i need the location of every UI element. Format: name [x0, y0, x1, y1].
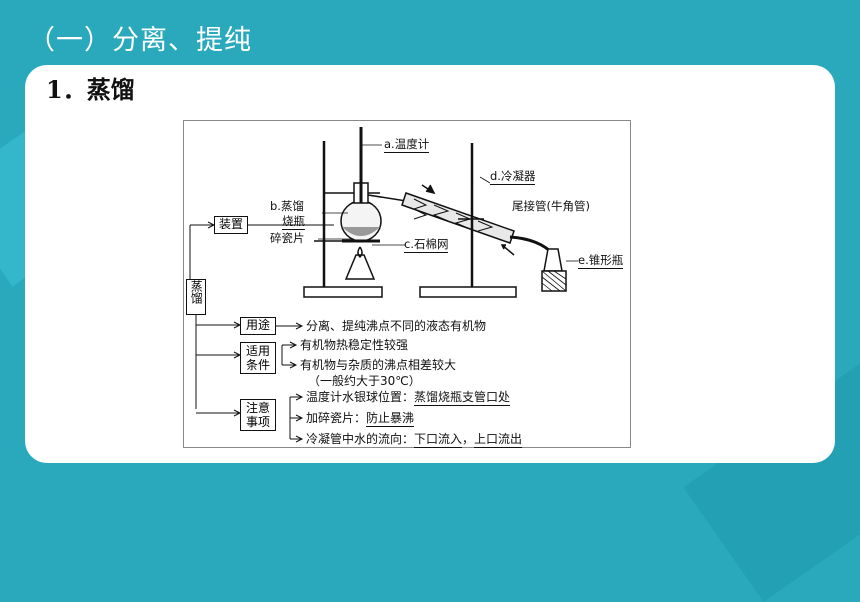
box-conditions: 适用 条件	[240, 342, 276, 374]
note-item-2: 加碎瓷片：防止暴沸	[306, 411, 415, 427]
note-item-3: 冷凝管中水的流向：下口流入，上口流出	[306, 432, 523, 448]
label-flask-line1: b.蒸馏	[270, 199, 304, 213]
box-notes: 注意 事项	[240, 399, 276, 431]
distillation-figure: a.温度计 d.冷凝器 尾接管(牛角管) b.蒸馏 烧瓶 碎瓷片 c.石棉网 e…	[183, 120, 631, 448]
notes-label-line1: 注意	[245, 401, 270, 415]
conical-flask	[543, 248, 563, 272]
box-root: 蒸馏	[186, 279, 206, 315]
note-item-1-prefix: 温度计水银球位置：	[306, 390, 415, 404]
label-adapter: 尾接管(牛角管)	[512, 199, 590, 213]
label-conical-flask: e.锥形瓶	[578, 253, 624, 269]
root-label: 蒸馏	[189, 280, 204, 304]
condenser-tube	[401, 192, 515, 244]
note-item-3-value2: 上口流出	[474, 432, 523, 448]
condition-item-2-note: （一般约大于30℃）	[308, 374, 421, 388]
condition-item-2: 有机物与杂质的沸点相差较大	[300, 358, 457, 372]
label-gauze: c.石棉网	[404, 237, 449, 253]
flask-liquid	[342, 227, 380, 236]
section-title: 1．蒸馏	[46, 75, 135, 104]
use-text: 分离、提纯沸点不同的液态有机物	[306, 319, 487, 333]
left-stand-base	[303, 286, 383, 298]
slide-header-title: （一）分离、提纯	[28, 25, 252, 56]
note-item-2-prefix: 加碎瓷片：	[306, 411, 367, 425]
note-item-3-prefix: 冷凝管中水的流向：	[306, 432, 415, 446]
note-item-3-sep: ，	[462, 432, 475, 446]
right-stand-base	[419, 286, 517, 298]
condenser-hatching	[412, 198, 428, 220]
condition-item-1: 有机物热稳定性较强	[300, 338, 409, 352]
note-item-1-value: 蒸馏烧瓶支管口处	[414, 390, 511, 406]
conditions-label-line1: 适用	[245, 344, 270, 358]
note-item-3-value1: 下口流入	[414, 432, 463, 448]
label-flask-line2: 烧瓶	[282, 214, 305, 230]
label-condenser: d.冷凝器	[490, 169, 536, 185]
note-item-2-value: 防止暴沸	[366, 411, 415, 427]
label-chips: 碎瓷片	[270, 231, 305, 245]
label-thermometer: a.温度计	[384, 137, 430, 153]
notes-label-line2: 事项	[245, 415, 270, 430]
box-use: 用途	[240, 317, 276, 335]
note-item-1: 温度计水银球位置：蒸馏烧瓶支管口处	[306, 390, 511, 406]
conditions-label-line2: 条件	[245, 358, 270, 373]
box-apparatus: 装置	[214, 216, 248, 234]
alcohol-lamp	[344, 254, 376, 280]
lamp-flame	[357, 246, 363, 259]
distillation-apparatus-drawing	[189, 127, 578, 443]
